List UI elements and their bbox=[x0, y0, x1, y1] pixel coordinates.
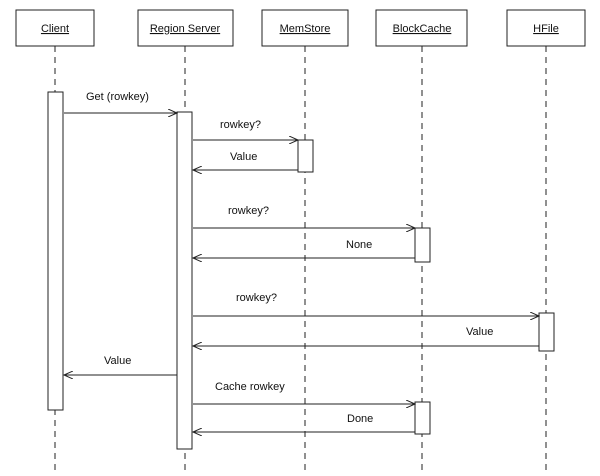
participant-region: Region Server bbox=[137, 9, 234, 47]
activation-bar-region bbox=[176, 111, 193, 450]
participant-blockcache: BlockCache bbox=[375, 9, 468, 47]
activation-bar-memstore bbox=[297, 139, 314, 173]
message-label: rowkey? bbox=[236, 292, 277, 304]
message-label: Value bbox=[230, 151, 257, 163]
message-label: Value bbox=[104, 355, 131, 367]
message-label: rowkey? bbox=[228, 205, 269, 217]
message-memstore-to-region: Value bbox=[193, 151, 298, 170]
activation-bar-blockcache bbox=[414, 227, 431, 263]
message-blockcache-to-region: Done bbox=[193, 413, 415, 432]
activation-bar-blockcache bbox=[414, 401, 431, 435]
participant-label-client: Client bbox=[41, 23, 69, 35]
activation-bar-hfile bbox=[538, 312, 555, 352]
message-label: Cache rowkey bbox=[215, 381, 285, 393]
activation-bar-client bbox=[47, 91, 64, 411]
message-label: Done bbox=[347, 413, 373, 425]
message-region-to-blockcache: Cache rowkey bbox=[193, 381, 415, 404]
message-region-to-hfile: rowkey? bbox=[193, 292, 539, 316]
message-label: rowkey? bbox=[220, 119, 261, 131]
message-region-to-blockcache: rowkey? bbox=[193, 205, 415, 228]
participant-client: Client bbox=[15, 9, 95, 47]
participant-label-hfile: HFile bbox=[533, 23, 559, 35]
message-label: Value bbox=[466, 326, 493, 338]
message-blockcache-to-region: None bbox=[193, 239, 415, 258]
participant-label-blockcache: BlockCache bbox=[393, 23, 452, 35]
message-label: None bbox=[346, 239, 372, 251]
participant-label-region: Region Server bbox=[150, 23, 221, 35]
participant-hfile: HFile bbox=[506, 9, 586, 47]
message-hfile-to-region: Value bbox=[193, 326, 539, 346]
message-label: Get (rowkey) bbox=[86, 91, 149, 103]
message-client-to-region: Get (rowkey) bbox=[64, 91, 177, 113]
message-region-to-client: Value bbox=[64, 355, 177, 375]
participant-label-memstore: MemStore bbox=[280, 23, 331, 35]
participant-memstore: MemStore bbox=[261, 9, 349, 47]
message-region-to-memstore: rowkey? bbox=[193, 119, 298, 140]
